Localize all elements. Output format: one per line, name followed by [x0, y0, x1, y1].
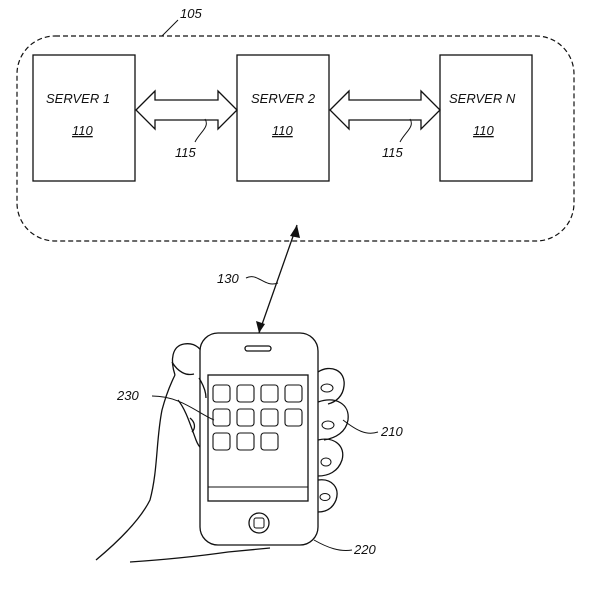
leader-line-115-b [399, 118, 412, 143]
app-icon [284, 408, 303, 427]
home-button-square-icon [253, 517, 265, 529]
device-ref: 220 [353, 542, 376, 557]
leader-line-210 [342, 419, 379, 434]
app-icon [212, 432, 231, 451]
app-icon [236, 384, 255, 403]
leader-line-105 [161, 19, 179, 37]
hand-ref: 210 [380, 424, 403, 439]
bidirectional-link-1 [135, 89, 238, 131]
server-2-box: SERVER 2 110 [236, 54, 330, 182]
server-1-name: SERVER 1 [46, 91, 110, 106]
app-icon [212, 384, 231, 403]
app-icon [260, 408, 279, 427]
arrowhead-up [290, 225, 300, 238]
leader-line-230 [151, 395, 215, 421]
app-icon [236, 408, 255, 427]
app-icon [260, 432, 279, 451]
link-1-ref: 115 [175, 145, 196, 160]
app-icons-ref: 230 [116, 388, 139, 403]
mobile-device [199, 332, 319, 546]
server-1-ref: 110 [72, 123, 93, 138]
network-link-ref: 130 [217, 271, 239, 286]
server-n-box: SERVER N 110 [439, 54, 533, 182]
device-speaker [244, 345, 272, 352]
app-icon [236, 432, 255, 451]
home-button [248, 512, 270, 534]
network-link-arrow [258, 224, 298, 334]
app-icon [284, 384, 303, 403]
server-2-name: SERVER 2 [251, 91, 316, 106]
link-2-ref: 115 [382, 145, 403, 160]
arrowhead-down [256, 321, 265, 333]
server-n-name: SERVER N [449, 91, 516, 106]
server-cluster-boundary [16, 35, 575, 242]
thumb-overlap-line [198, 377, 207, 399]
bidirectional-link-2 [329, 89, 441, 131]
leader-line-115-a [194, 118, 207, 143]
app-icon [260, 384, 279, 403]
server-1-box: SERVER 1 110 [32, 54, 136, 182]
server-2-ref: 110 [272, 123, 293, 138]
app-icon [212, 408, 231, 427]
leader-line-130 [245, 276, 279, 285]
leader-line-220 [313, 539, 353, 551]
app-icon-grid [212, 384, 303, 451]
cluster-ref-label: 105 [180, 6, 202, 21]
hand-illustration [95, 343, 349, 563]
server-n-ref: 110 [473, 123, 494, 138]
